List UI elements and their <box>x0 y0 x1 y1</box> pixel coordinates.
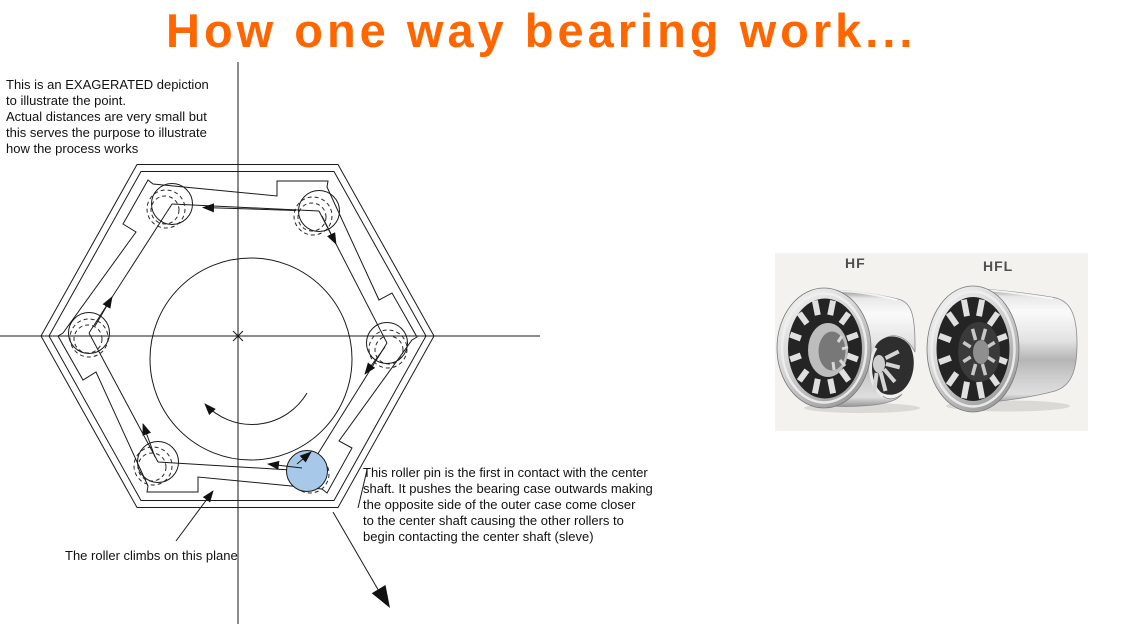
bearing-hfl-label: HFL <box>983 258 1014 274</box>
bearing-hf-photo <box>776 287 920 413</box>
hf-needles <box>789 300 859 394</box>
bearing-hf-label: HF <box>845 255 866 271</box>
axis-crosshair <box>0 62 540 624</box>
roller-right <box>366 322 408 364</box>
climb-label-arrow <box>175 490 214 542</box>
outer-case-inner-wall <box>48 171 427 501</box>
roller-bottom-left <box>137 441 179 483</box>
intro-note: This is an EXAGERATED depiction to illus… <box>6 77 209 156</box>
center-shaft-circle <box>149 257 353 461</box>
hf-cutaway <box>869 336 914 398</box>
arrow-lower-left-edge <box>142 423 156 458</box>
arrow-upper-right-edge <box>321 215 337 245</box>
roller-note: This roller pin is the first in contact … <box>363 465 653 544</box>
outer-case <box>40 164 435 508</box>
roller-direction-arrows <box>94 203 386 470</box>
rotation-direction-arrow <box>204 392 308 425</box>
arrow-top-edge <box>202 203 297 213</box>
roller-highlighted <box>286 450 328 492</box>
climb-label: The roller climbs on this plane <box>65 548 238 563</box>
outer-case-outline <box>40 164 435 508</box>
center-x-mark <box>232 330 244 342</box>
arrow-upper-left-edge <box>94 296 113 327</box>
bearing-hfl-photo <box>926 285 1078 413</box>
roller-top-left <box>151 183 193 225</box>
page-title: How one way bearing work... <box>166 4 917 57</box>
one-way-bearing-diagram <box>0 62 540 624</box>
push-direction-arrow <box>332 511 390 608</box>
hfl-inner-needles <box>962 328 996 376</box>
roller-left <box>68 312 110 354</box>
inner-case-profile <box>57 179 418 494</box>
arrow-bottom-edge <box>267 460 303 470</box>
roller-top-right <box>298 190 340 232</box>
arrow-lower-right-edge <box>364 346 386 375</box>
arrow-highlighted-roller <box>296 451 312 465</box>
rollers <box>68 183 408 492</box>
roller-note-leader <box>357 469 368 509</box>
